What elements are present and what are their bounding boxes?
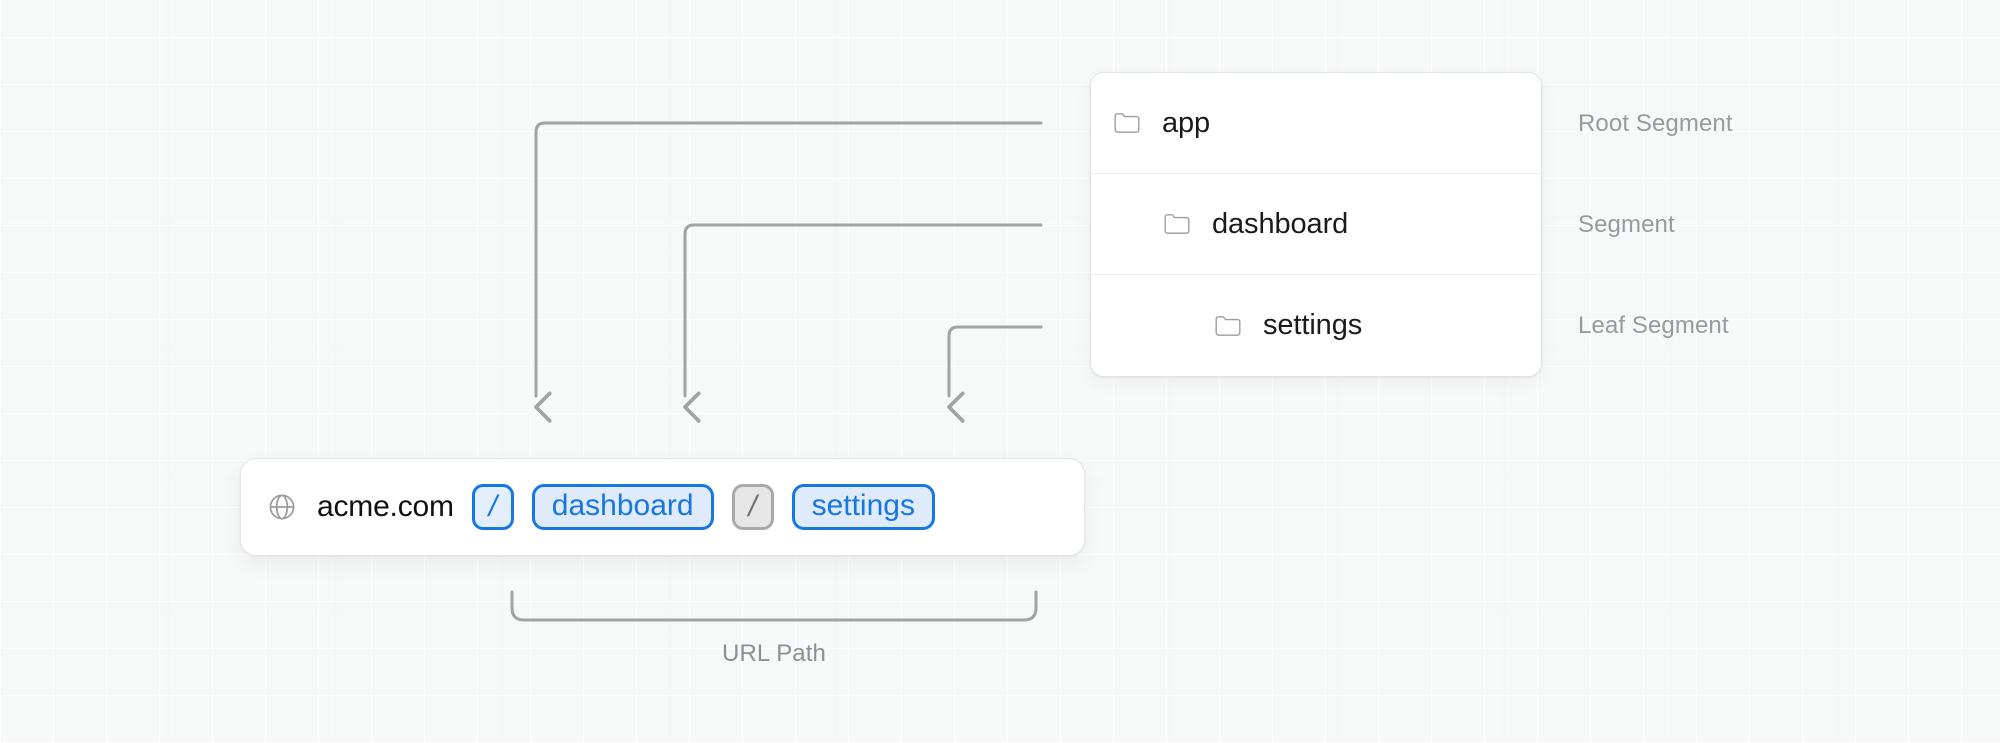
annotation-segment: Segment (1578, 211, 1675, 238)
annotation-leaf-segment: Leaf Segment (1578, 312, 1729, 339)
url-host-label: acme.com (317, 490, 454, 523)
connector-settings-to-segment (949, 325, 1043, 396)
tree-row-label: settings (1263, 309, 1363, 341)
url-segment-dashboard[interactable]: dashboard (531, 484, 714, 530)
url-path-caption: URL Path (722, 640, 826, 667)
tree-row-settings[interactable]: settings (1091, 275, 1541, 376)
connector-app-to-slash1 (536, 121, 1043, 396)
url-bar[interactable]: acme.com / dashboard / settings (240, 458, 1085, 556)
folder-icon (1215, 315, 1241, 336)
globe-icon (269, 494, 295, 520)
folder-icon (1164, 214, 1190, 234)
url-segment-settings[interactable]: settings (791, 484, 935, 530)
tree-row-label: app (1162, 106, 1211, 139)
connector-dashboard-to-segment (685, 223, 1043, 396)
url-separator-2[interactable]: / (731, 484, 774, 530)
url-separator-1[interactable]: / (471, 484, 514, 530)
folder-tree-card: app dashboard settings (1090, 72, 1542, 377)
folder-icon (1114, 113, 1140, 133)
annotation-root-segment: Root Segment (1578, 110, 1733, 137)
url-path-brace (510, 590, 1038, 622)
tree-row-dashboard[interactable]: dashboard (1091, 174, 1541, 275)
tree-row-label: dashboard (1212, 207, 1349, 240)
tree-row-app[interactable]: app (1091, 73, 1541, 174)
